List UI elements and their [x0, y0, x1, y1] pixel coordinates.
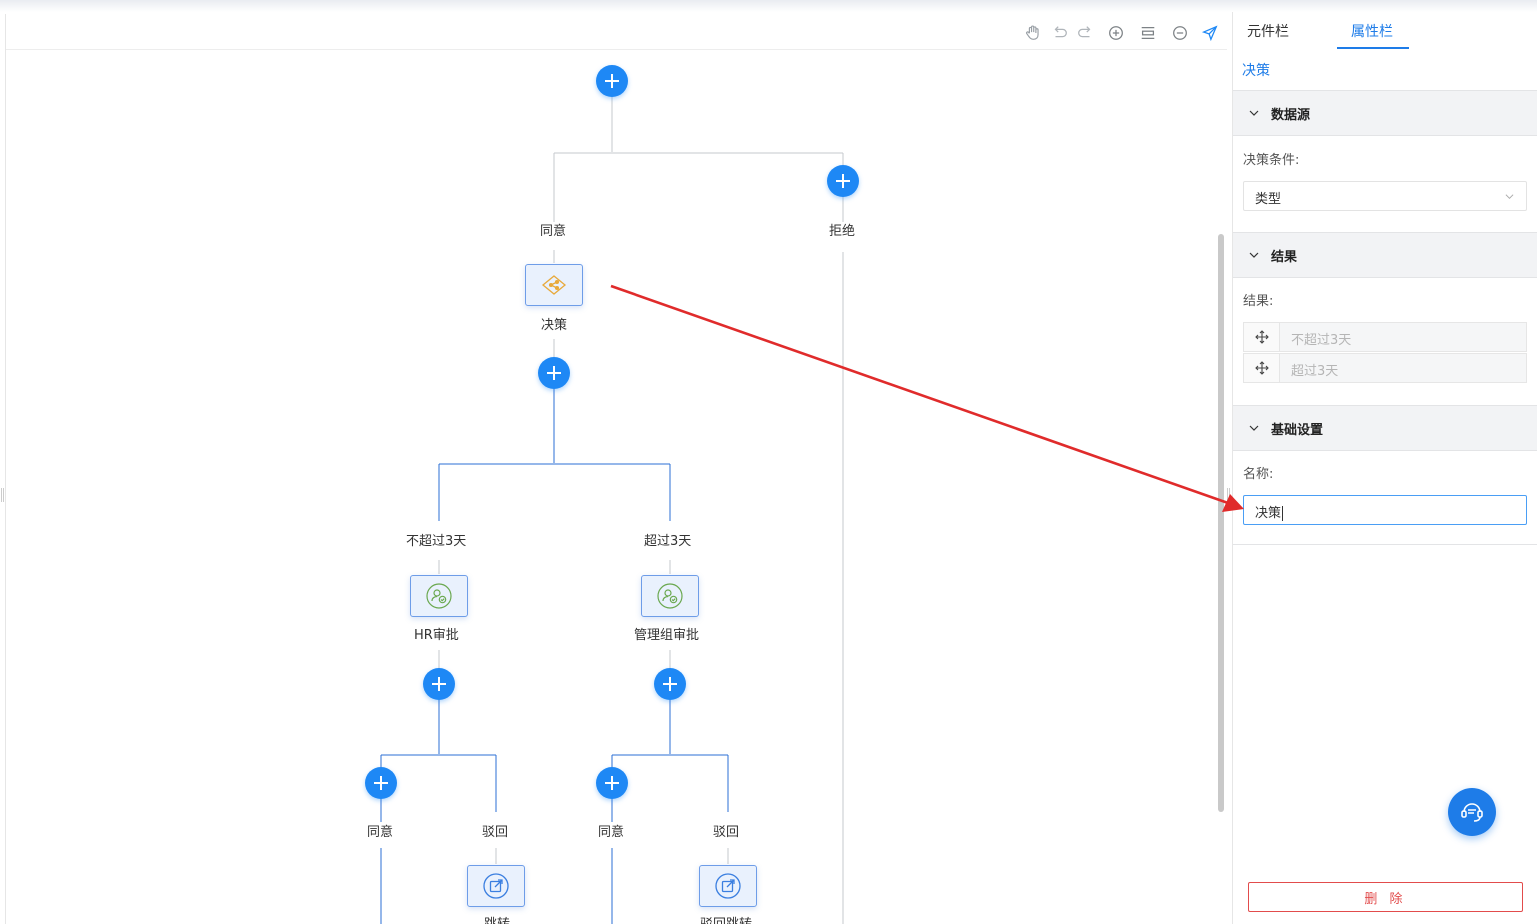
- approval-node-mgmt[interactable]: [641, 575, 699, 617]
- approval-label-mgmt: 管理组审批: [632, 627, 702, 645]
- chevron-down-icon: [1249, 252, 1259, 258]
- add-node-button[interactable]: [423, 668, 455, 700]
- publish-icon[interactable]: [1199, 22, 1221, 44]
- section-divider: [1233, 544, 1537, 545]
- name-input[interactable]: 决策: [1243, 495, 1527, 525]
- add-node-button[interactable]: [654, 668, 686, 700]
- branch-label-reject: 拒绝: [827, 223, 858, 241]
- jump-icon: [715, 873, 741, 899]
- section-title: 结果: [1271, 249, 1298, 265]
- result-label: 结果:: [1243, 294, 1274, 309]
- decision-node-label: 决策: [539, 317, 570, 335]
- jump-label: 跳转: [482, 916, 513, 924]
- panel-tabs: 元件栏 属性栏: [1233, 12, 1537, 52]
- undo-icon[interactable]: [1049, 22, 1071, 44]
- decision-icon: [541, 275, 567, 295]
- approval-icon: [426, 583, 452, 609]
- chevron-down-icon: [1249, 425, 1259, 431]
- name-label: 名称:: [1243, 467, 1274, 482]
- result-row: 不超过3天: [1243, 322, 1527, 352]
- condition-label-right: 超过3天: [642, 533, 694, 551]
- decision-node[interactable]: [525, 264, 583, 306]
- branch-label-reject: 驳回: [711, 824, 742, 842]
- result-value: 超过3天: [1291, 364, 1339, 379]
- properties-panel: 元件栏 属性栏 决策 数据源 决策条件: 类型 结果 结果: 不超过3天 超过3…: [1232, 12, 1537, 924]
- section-datasource-header[interactable]: 数据源: [1233, 90, 1537, 136]
- branch-label-agree: 同意: [365, 824, 396, 842]
- section-result-header[interactable]: 结果: [1233, 232, 1537, 278]
- drag-handle-icon[interactable]: [1244, 354, 1280, 382]
- section-basic-header[interactable]: 基础设置: [1233, 405, 1537, 451]
- result-value: 不超过3天: [1291, 333, 1352, 348]
- reject-jump-label: 驳回跳转: [698, 916, 755, 924]
- add-node-button[interactable]: [596, 767, 628, 799]
- top-shadow: [0, 0, 1537, 12]
- condition-select[interactable]: 类型: [1243, 181, 1527, 211]
- approval-label-hr: HR审批: [412, 627, 461, 645]
- canvas-toolbar: [6, 14, 1227, 50]
- reject-jump-node[interactable]: [699, 865, 757, 907]
- jump-node[interactable]: [467, 865, 525, 907]
- tab-components[interactable]: 元件栏: [1247, 24, 1289, 40]
- tab-properties[interactable]: 属性栏: [1351, 24, 1393, 40]
- section-title: 基础设置: [1271, 422, 1324, 438]
- text-cursor: [1282, 506, 1284, 521]
- branch-label-agree: 同意: [596, 824, 627, 842]
- name-input-value: 决策: [1255, 506, 1282, 521]
- branch-label-agree: 同意: [538, 223, 569, 241]
- fit-icon[interactable]: [1137, 22, 1159, 44]
- condition-select-value: 类型: [1255, 192, 1282, 207]
- add-node-button[interactable]: [538, 357, 570, 389]
- active-tab-indicator: [1337, 47, 1409, 49]
- panel-resize-handle[interactable]: [1227, 488, 1230, 502]
- canvas-scrollbar[interactable]: [1218, 234, 1224, 812]
- add-node-button[interactable]: [596, 65, 628, 97]
- zoom-out-icon[interactable]: [1169, 22, 1191, 44]
- delete-button[interactable]: 删 除: [1248, 882, 1523, 912]
- jump-icon: [483, 873, 509, 899]
- approval-icon: [657, 583, 683, 609]
- condition-label: 决策条件:: [1243, 153, 1300, 168]
- branch-label-reject: 驳回: [480, 824, 511, 842]
- selected-element-name: 决策: [1242, 63, 1270, 79]
- add-node-button[interactable]: [365, 767, 397, 799]
- approval-node-hr[interactable]: [410, 575, 468, 617]
- zoom-in-icon[interactable]: [1105, 22, 1127, 44]
- redo-icon[interactable]: [1074, 22, 1096, 44]
- assistant-button[interactable]: [1448, 788, 1496, 836]
- condition-label-left: 不超过3天: [404, 533, 469, 551]
- chevron-down-icon: [1249, 110, 1259, 116]
- add-node-button[interactable]: [827, 165, 859, 197]
- assistant-icon: [1461, 803, 1483, 822]
- section-title: 数据源: [1271, 107, 1311, 123]
- chevron-down-icon: [1505, 194, 1514, 200]
- result-row: 超过3天: [1243, 353, 1527, 383]
- hand-icon[interactable]: [1022, 22, 1044, 44]
- left-resize-handle[interactable]: [1, 488, 4, 502]
- drag-handle-icon[interactable]: [1244, 323, 1280, 351]
